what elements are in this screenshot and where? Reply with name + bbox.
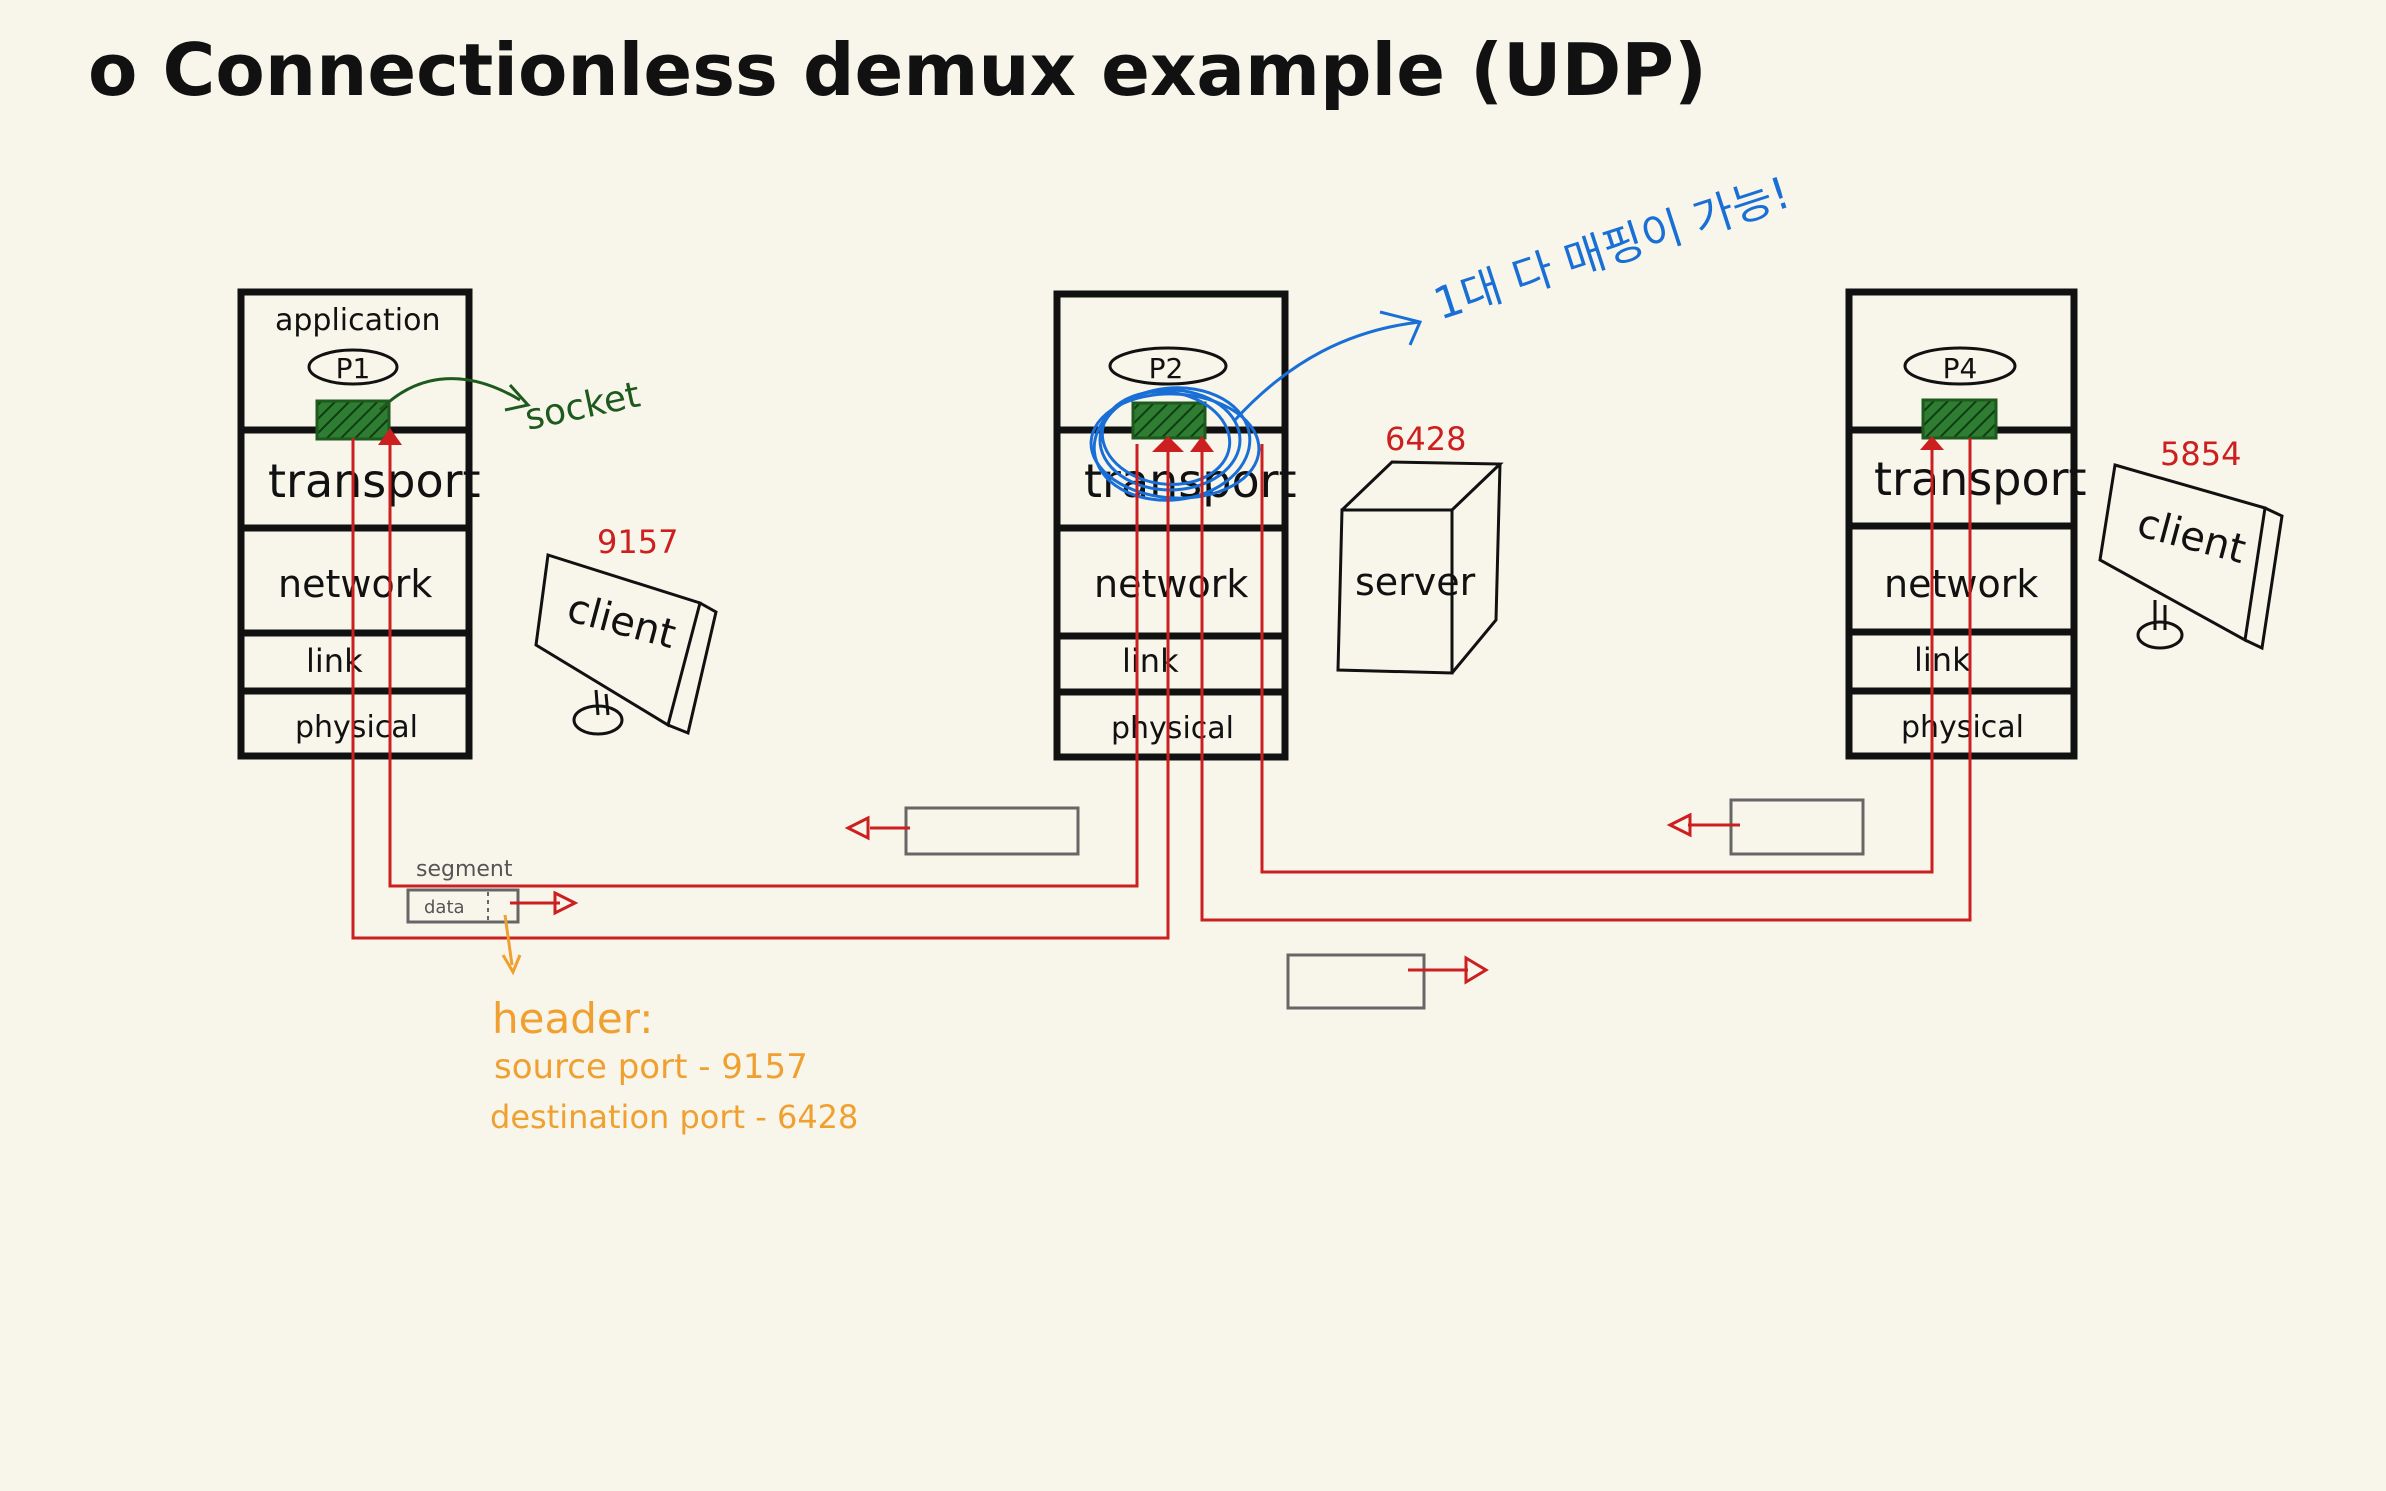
process-p2-oval xyxy=(1108,346,1228,386)
client-1-port: 9157 xyxy=(597,523,678,561)
arrowhead-up-host1 xyxy=(378,428,402,445)
layer-label-link: link xyxy=(1914,641,1971,679)
socket-arrowhead xyxy=(504,383,531,412)
header-destination-port: destination port - 6428 xyxy=(490,1098,858,1136)
layer-label-physical: physical xyxy=(1111,711,1234,746)
process-p1-oval xyxy=(307,348,399,386)
arrowhead-up-server-1 xyxy=(1152,436,1184,452)
process-p4-label: P4 xyxy=(1943,352,1978,385)
layer-label-transport: transport xyxy=(1874,452,2087,506)
header-title: header: xyxy=(492,994,653,1043)
layer-label-physical: physical xyxy=(1901,710,2024,745)
header-source-port: source port - 9157 xyxy=(494,1047,808,1087)
socket-2 xyxy=(1131,401,1207,440)
one-to-many-highlight xyxy=(1089,386,1261,502)
server-box: 6428 server xyxy=(1336,420,1504,675)
socket-pointer xyxy=(378,377,521,412)
layer-label-network: network xyxy=(278,562,432,606)
layer-label-transport: transport xyxy=(268,454,481,508)
socket-3 xyxy=(1921,398,1998,440)
segment-packet-2 xyxy=(844,806,1080,856)
segment-label: segment xyxy=(416,857,513,882)
client-3-port: 5854 xyxy=(2160,435,2241,473)
one-to-many-pointer xyxy=(1233,320,1421,422)
arrowhead-up-host3 xyxy=(1920,436,1944,450)
layer-label-physical: physical xyxy=(295,710,418,745)
layer-label-link: link xyxy=(306,642,363,680)
process-p4-oval xyxy=(1903,346,2017,386)
page-title: o Connectionless demux example (UDP) xyxy=(88,28,1707,112)
segment-data-label: data xyxy=(424,897,465,918)
process-p1-label: P1 xyxy=(336,352,371,385)
layer-label-network: network xyxy=(1094,562,1248,606)
segment-paths xyxy=(351,438,1972,940)
socket-1 xyxy=(315,399,391,441)
segment-packet-3 xyxy=(1666,798,1865,856)
arrowhead-up-server-2 xyxy=(1190,436,1214,452)
server-port: 6428 xyxy=(1385,420,1466,458)
host-1-stack: application P1 transport network link ph… xyxy=(237,288,481,760)
header-pointer-arrowhead xyxy=(501,954,522,976)
layer-label-network: network xyxy=(1884,562,2038,606)
server-label: server xyxy=(1355,560,1476,604)
layer-label-link: link xyxy=(1122,642,1179,680)
process-p2-label: P2 xyxy=(1149,352,1184,385)
one-to-many-arrowhead xyxy=(1379,310,1423,346)
segment-packet-4 xyxy=(1286,953,1489,1010)
host-3-stack: P4 transport network link physical xyxy=(1845,288,2087,760)
header-pointer xyxy=(503,914,514,966)
layer-label-application: application xyxy=(275,303,440,338)
segment-packet-1: segment data xyxy=(406,857,579,924)
